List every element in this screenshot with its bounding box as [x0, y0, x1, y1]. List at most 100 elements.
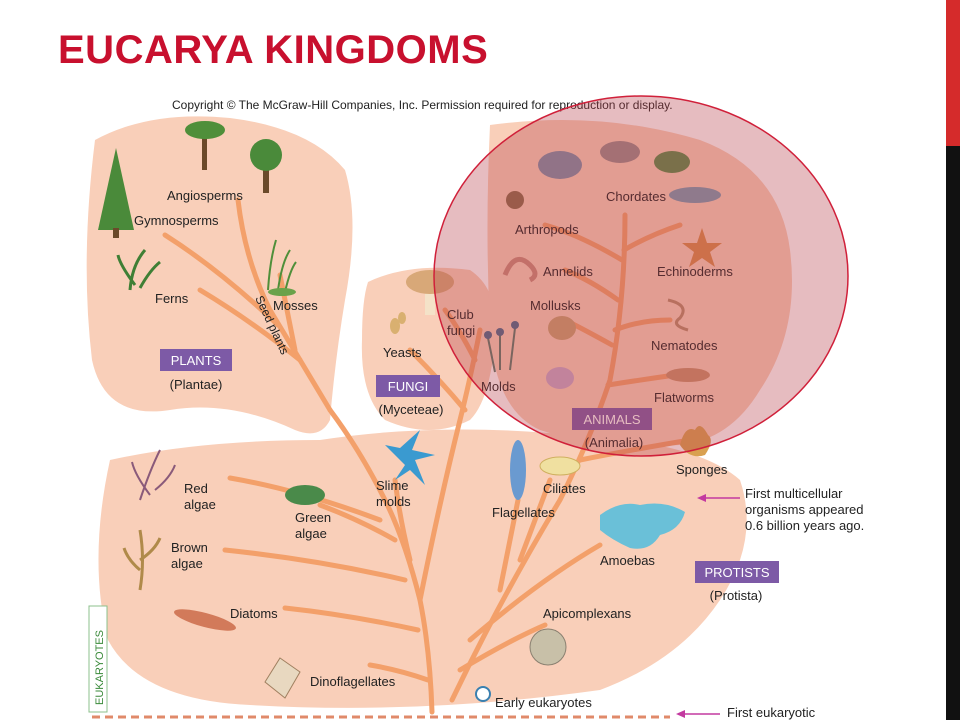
- sidebar-dark-bar: [946, 0, 960, 720]
- mushroom-icon: [406, 270, 454, 315]
- plants-label: PLANTS: [171, 353, 222, 368]
- animals-stem: [449, 212, 628, 703]
- label-angiosperms: Angiosperms: [167, 188, 243, 203]
- label-annelids: Annelids: [543, 264, 593, 279]
- label-flagellates: Flagellates: [492, 505, 555, 520]
- slime-mold-branch: [392, 477, 413, 563]
- apicomplexan-icon: [529, 628, 567, 666]
- label-sponges: Sponges: [676, 462, 728, 477]
- label-chordates: Chordates: [606, 189, 666, 204]
- diatom-branch: [282, 605, 421, 633]
- label-slime-molds-1: Slime: [376, 478, 409, 493]
- label-green-algae-2: algae: [295, 526, 327, 541]
- animals-label-box: [572, 408, 652, 430]
- yeast-icon: [390, 312, 406, 334]
- sponge-branch: [577, 437, 693, 463]
- label-diatoms: Diatoms: [230, 606, 278, 621]
- label-molds: Molds: [481, 379, 516, 394]
- label-red-algae-2: algae: [184, 497, 216, 512]
- flatworm-icon: [666, 368, 710, 382]
- flagellate-icon: [510, 440, 526, 500]
- fungi-latin: (Myceteae): [378, 402, 443, 417]
- group-labels: PLANTS (Plantae) FUNGI (Myceteae) ANIMAL…: [160, 349, 779, 603]
- protists-label-box: [695, 561, 779, 583]
- slime-mold-icon: [385, 430, 435, 485]
- label-ciliates: Ciliates: [543, 481, 586, 496]
- fungi-label: FUNGI: [388, 379, 428, 394]
- label-yeasts: Yeasts: [383, 345, 422, 360]
- first-eukaryotic-text: First eukaryotic: [727, 705, 816, 720]
- multicellular-text-2: organisms appeared: [745, 502, 864, 517]
- bird-icon: [538, 151, 582, 179]
- label-early-eukaryotes: Early eukaryotes: [495, 695, 592, 710]
- label-green-algae-1: Green: [295, 510, 331, 525]
- fungi-stem: [417, 327, 483, 603]
- apicomplexan-branch: [457, 622, 548, 673]
- brown-algae-branch: [222, 547, 408, 583]
- plant-illustrations: [98, 121, 297, 296]
- club-fungi-branch: [442, 307, 478, 363]
- label-brown-algae-1: Brown: [171, 540, 208, 555]
- plants-latin: (Plantae): [170, 377, 223, 392]
- protists-latin: (Protista): [710, 588, 763, 603]
- worm-icon: [502, 256, 538, 283]
- protists-region: [98, 429, 747, 708]
- sidebar-accent-bar: [946, 0, 960, 146]
- red-algae-icon: [131, 449, 176, 501]
- fungi-illustrations: [390, 270, 519, 373]
- label-gymnosperms: Gymnosperms: [134, 213, 219, 228]
- fern-branch: [197, 287, 303, 363]
- protists-label: PROTISTS: [704, 565, 769, 580]
- gymnosperm-branch: [162, 232, 281, 328]
- plants-stem: [235, 197, 333, 413]
- jellyfish-icon: [546, 367, 574, 389]
- starfish-icon: [682, 228, 722, 267]
- dinoflagellate-icon: [264, 657, 301, 699]
- green-algae-branch: [317, 502, 398, 543]
- copyright-notice: Copyright © The McGraw-Hill Companies, I…: [172, 98, 673, 112]
- animals-highlight-circle: [433, 95, 849, 457]
- diatom-icon: [174, 609, 236, 631]
- multicellular-text-1: First multicellular: [745, 486, 843, 501]
- flagellate-branch: [497, 497, 521, 593]
- early-eukaryote-icon: [475, 686, 491, 702]
- mold-icon: [484, 321, 519, 373]
- moss-icon: [267, 239, 297, 296]
- label-nematodes: Nematodes: [651, 338, 718, 353]
- label-flatworms: Flatworms: [654, 390, 714, 405]
- insect-icon: [506, 191, 524, 209]
- dinoflagellate-branch: [367, 662, 431, 683]
- label-dinoflagellates: Dinoflagellates: [310, 674, 396, 689]
- label-arthropods: Arthropods: [515, 222, 579, 237]
- palm-tree-icon: [185, 121, 225, 170]
- fungi-label-box: [376, 375, 440, 397]
- slide-title: EUCARYA KINGDOMS: [58, 28, 489, 72]
- eukaryotes-axis-bar: [88, 605, 108, 713]
- label-amoebas: Amoebas: [600, 553, 655, 568]
- moss-branch: [277, 272, 298, 353]
- label-red-algae-1: Red: [184, 481, 208, 496]
- label-ferns: Ferns: [155, 291, 189, 306]
- rat-icon: [600, 141, 640, 163]
- eukaryotic-annotation: First eukaryotic: [676, 705, 816, 720]
- brown-algae-icon: [122, 529, 162, 591]
- background-regions: [86, 116, 792, 708]
- nematode-icon: [667, 298, 689, 332]
- label-echinoderms: Echinoderms: [657, 264, 733, 279]
- broadleaf-tree-icon: [250, 139, 282, 193]
- ciliate-branch: [517, 477, 553, 563]
- label-club-fungi-2: fungi: [447, 323, 475, 338]
- label-apicomplexans: Apicomplexans: [543, 606, 632, 621]
- label-club-fungi-1: Club: [447, 307, 474, 322]
- green-algae-icon: [285, 485, 325, 505]
- animals-label: ANIMALS: [583, 412, 640, 427]
- tree-branches: [162, 197, 693, 715]
- animals-region: [487, 120, 792, 446]
- label-slime-molds-2: molds: [376, 494, 411, 509]
- arthropod-branch: [542, 222, 625, 263]
- amoeba-icon: [600, 503, 685, 549]
- sponge-icon: [680, 426, 711, 457]
- nematode-branch: [612, 317, 673, 333]
- pine-tree-icon: [98, 148, 134, 238]
